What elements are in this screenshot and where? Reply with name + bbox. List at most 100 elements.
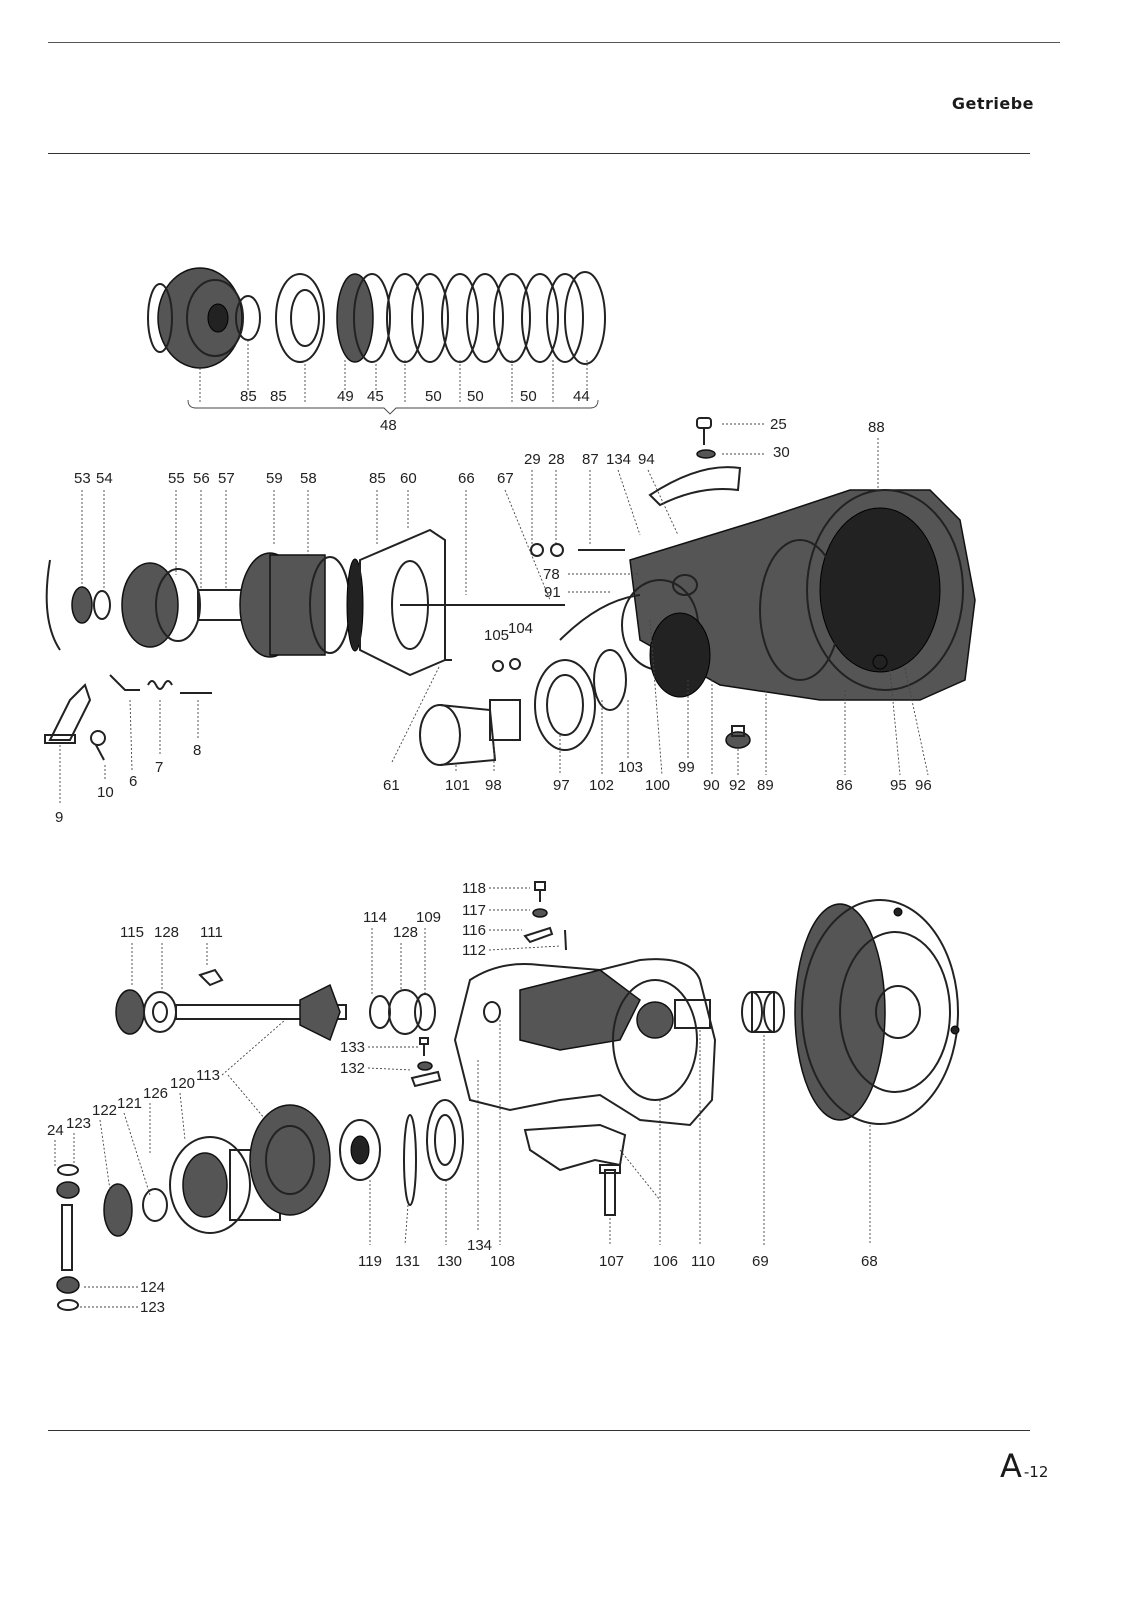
label-86: 86 (836, 777, 853, 794)
leader-lines-middle (81, 489, 640, 601)
label-45: 45 (367, 388, 384, 405)
label-57: 57 (218, 470, 235, 487)
page-number-letter: A (1000, 1447, 1022, 1485)
label-59: 59 (266, 470, 283, 487)
small-hardware-part (523, 881, 567, 951)
label-50: 50 (425, 388, 442, 405)
label-100: 100 (645, 777, 670, 794)
label-50: 50 (467, 388, 484, 405)
label-128: 128 (393, 924, 418, 941)
label-119: 119 (358, 1253, 382, 1270)
label-28: 28 (548, 451, 565, 468)
label-87: 87 (582, 451, 599, 468)
label-102: 102 (589, 777, 614, 794)
label-85: 85 (270, 388, 287, 405)
torque-converter-part (794, 899, 960, 1125)
pinion-shaft-part (115, 968, 436, 1042)
bearing-nut-parts (403, 1099, 464, 1206)
label-126: 126 (143, 1085, 168, 1102)
page-number-suffix: -12 (1023, 1463, 1049, 1481)
label-94: 94 (638, 451, 655, 468)
label-85: 85 (369, 470, 386, 487)
label-98: 98 (485, 777, 502, 794)
label-128: 128 (154, 924, 179, 941)
differential-part (103, 1104, 381, 1237)
label-106: 106 (653, 1253, 678, 1270)
label-114: 114 (363, 909, 387, 926)
spider-gear-part (56, 1164, 80, 1311)
label-69: 69 (752, 1253, 769, 1270)
page-title: Getriebe (951, 94, 1034, 113)
label-30: 30 (773, 444, 790, 461)
label-124: 124 (140, 1279, 165, 1296)
label-24: 24 (47, 1122, 64, 1139)
label-6: 6 (129, 773, 137, 790)
label-103: 103 (618, 759, 643, 776)
header-rule (48, 153, 1030, 154)
label-115: 115 (120, 924, 144, 941)
label-97: 97 (553, 777, 570, 794)
label-54: 54 (96, 470, 113, 487)
label-50: 50 (520, 388, 537, 405)
label-116: 116 (462, 922, 486, 939)
label-91: 91 (544, 584, 561, 601)
label-85: 85 (240, 388, 257, 405)
label-133: 133 (340, 1039, 365, 1056)
label-92: 92 (729, 777, 746, 794)
label-107: 107 (599, 1253, 624, 1270)
bracket-part (523, 1123, 627, 1216)
label-131: 131 (395, 1253, 420, 1270)
label-112: 112 (462, 942, 486, 959)
label-29: 29 (524, 451, 541, 468)
label-78: 78 (543, 566, 560, 583)
label-67: 67 (497, 470, 514, 487)
label-8: 8 (193, 742, 201, 759)
label-134: 134 (467, 1237, 492, 1254)
label-108: 108 (490, 1253, 515, 1270)
label-55: 55 (168, 470, 185, 487)
label-120: 120 (170, 1075, 195, 1092)
label-130: 130 (437, 1253, 462, 1270)
label-105: 105 (484, 627, 509, 644)
label-49: 49 (337, 388, 354, 405)
gearbox-housing-part (559, 466, 976, 701)
label-53: 53 (74, 470, 91, 487)
label-96: 96 (915, 777, 932, 794)
label-60: 60 (400, 470, 417, 487)
page-number: A-12 (1000, 1447, 1048, 1485)
label-56: 56 (193, 470, 210, 487)
label-44: 44 (573, 388, 590, 405)
label-122: 122 (92, 1102, 117, 1119)
label-95: 95 (890, 777, 907, 794)
label-118: 118 (462, 880, 486, 897)
label-113: 113 (196, 1067, 220, 1084)
label-110: 110 (691, 1253, 715, 1270)
label-90: 90 (703, 777, 720, 794)
label-89: 89 (757, 777, 774, 794)
flange-parts (419, 612, 711, 766)
label-121: 121 (117, 1095, 142, 1112)
final-drive-housing-part (453, 958, 717, 1127)
label-7: 7 (155, 759, 163, 776)
header-rule-top (48, 42, 1060, 43)
label-117: 117 (462, 902, 486, 919)
label-134: 134 (606, 451, 631, 468)
bolt-25-part (696, 417, 716, 459)
label-123: 123 (140, 1299, 165, 1316)
clutch-rings-part (235, 271, 606, 365)
label-104: 104 (508, 620, 533, 637)
label-10: 10 (97, 784, 114, 801)
clutch-drum-part (147, 267, 244, 369)
label-68: 68 (861, 1253, 878, 1270)
lock-plate-part (410, 1037, 442, 1088)
leader-lines-top (187, 340, 599, 415)
shaft-assembly-part (45, 528, 565, 677)
label-123: 123 (66, 1115, 91, 1132)
plug-92-part (725, 725, 751, 749)
shift-parts (44, 674, 212, 805)
label-132: 132 (340, 1060, 365, 1077)
bushing-69-part (741, 991, 785, 1033)
label-25: 25 (770, 416, 787, 433)
label-101: 101 (445, 777, 470, 794)
